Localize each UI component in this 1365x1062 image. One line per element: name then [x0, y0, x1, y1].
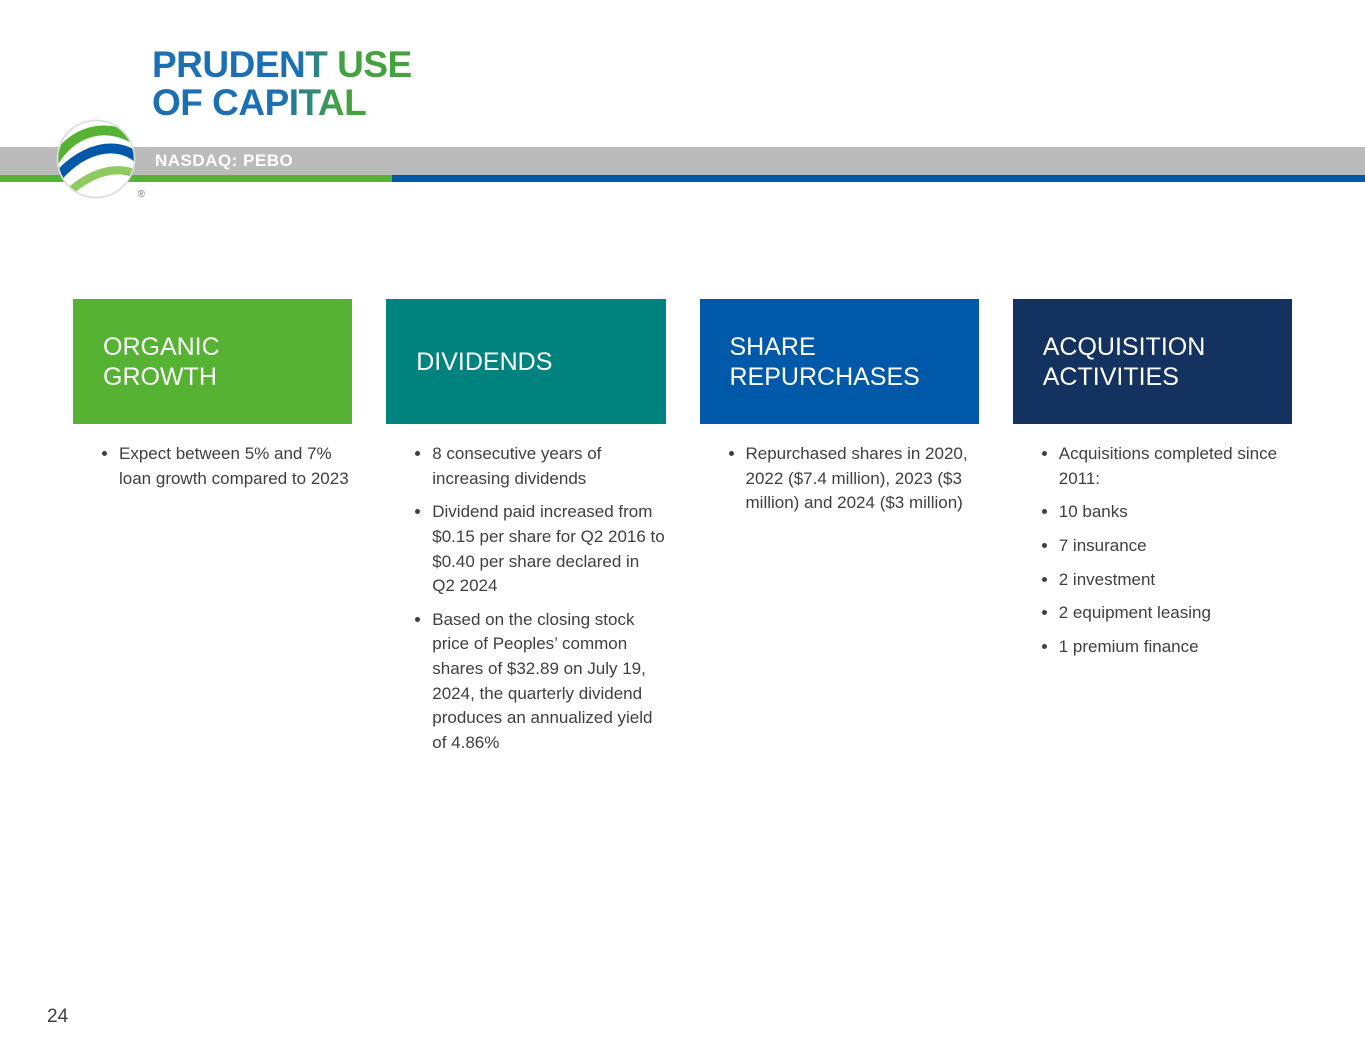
- ticker-bar: NASDAQ: PEBO: [0, 147, 1365, 175]
- column-header-acquisition-activities: ACQUISITION ACTIVITIES: [1012, 299, 1292, 424]
- bullet-item: Dividend paid increased from $0.15 per s…: [432, 500, 665, 599]
- bullet-list: Acquisitions completed since 2011: 10 ba…: [1013, 442, 1292, 659]
- capital-use-columns: ORGANIC GROWTH Expect between 5% and 7% …: [73, 299, 1292, 765]
- company-logo-icon: [56, 119, 136, 199]
- accent-stripe: [0, 175, 1365, 182]
- column-organic-growth: ORGANIC GROWTH Expect between 5% and 7% …: [73, 299, 353, 765]
- bullet-item: 10 banks: [1059, 500, 1292, 525]
- accent-stripe-blue-segment: [392, 175, 1365, 182]
- column-header-share-repurchases: SHARE REPURCHASES: [699, 299, 979, 424]
- bullet-item: Repurchased shares in 2020, 2022 ($7.4 m…: [746, 442, 979, 516]
- column-header-organic-growth: ORGANIC GROWTH: [73, 299, 353, 424]
- bullet-item: Acquisitions completed since 2011:: [1059, 442, 1292, 491]
- column-share-repurchases: SHARE REPURCHASES Repurchased shares in …: [699, 299, 979, 765]
- column-body-dividends: 8 consecutive years of increasing divide…: [386, 442, 665, 756]
- column-dividends: DIVIDENDS 8 consecutive years of increas…: [386, 299, 666, 765]
- company-logo: ®: [55, 118, 145, 200]
- bullet-item: Expect between 5% and 7% loan growth com…: [119, 442, 352, 491]
- page-number: 24: [47, 1006, 69, 1027]
- accent-stripe-green-segment: [0, 175, 392, 182]
- column-acquisition-activities: ACQUISITION ACTIVITIES Acquisitions comp…: [1012, 299, 1292, 765]
- slide-title: PRUDENT USE OF CAPITAL: [152, 46, 412, 121]
- column-body-organic-growth: Expect between 5% and 7% loan growth com…: [73, 442, 352, 491]
- slide-title-line-2: OF CAPITAL: [152, 81, 367, 123]
- registered-trademark-symbol: ®: [137, 189, 145, 200]
- bullet-list: Expect between 5% and 7% loan growth com…: [73, 442, 352, 491]
- column-body-acquisition-activities: Acquisitions completed since 2011: 10 ba…: [1013, 442, 1292, 659]
- bullet-item: 2 investment: [1059, 568, 1292, 593]
- bullet-item: 1 premium finance: [1059, 635, 1292, 660]
- bullet-list: 8 consecutive years of increasing divide…: [386, 442, 665, 756]
- column-body-share-repurchases: Repurchased shares in 2020, 2022 ($7.4 m…: [700, 442, 979, 516]
- ticker-label: NASDAQ: PEBO: [155, 151, 294, 170]
- bullet-list: Repurchased shares in 2020, 2022 ($7.4 m…: [700, 442, 979, 516]
- column-header-dividends: DIVIDENDS: [386, 299, 666, 424]
- slide-title-line-1: PRUDENT USE: [152, 44, 412, 85]
- bullet-item: Based on the closing stock price of Peop…: [432, 608, 665, 756]
- bullet-item: 8 consecutive years of increasing divide…: [432, 442, 665, 491]
- bullet-item: 7 insurance: [1059, 534, 1292, 559]
- bullet-item: 2 equipment leasing: [1059, 601, 1292, 626]
